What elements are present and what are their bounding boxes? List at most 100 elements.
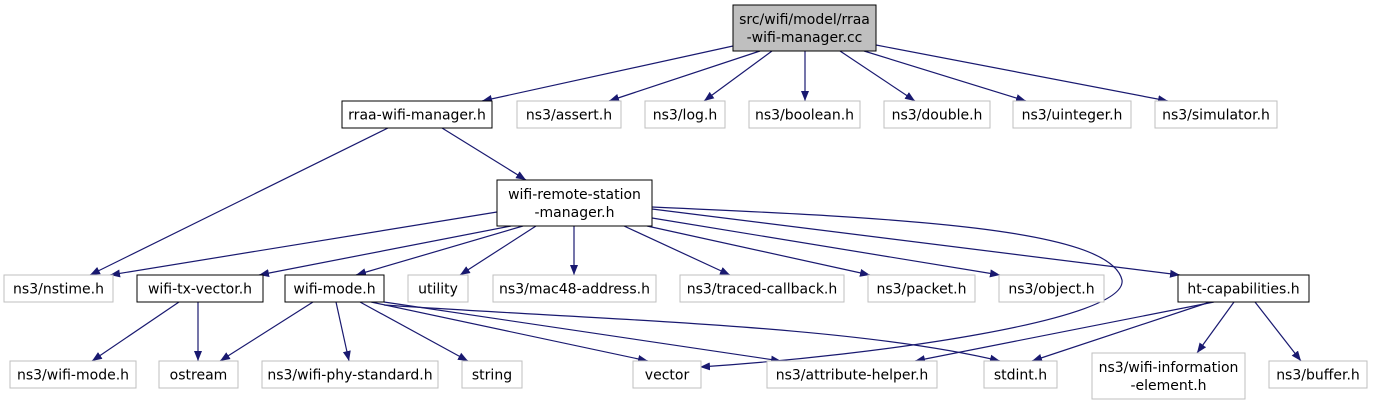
node-double: ns3/double.h [883, 100, 991, 129]
edge-root-to-rraa [481, 45, 734, 103]
node-label: -manager.h [534, 205, 614, 221]
node-uinteger: ns3/uinteger.h [1012, 100, 1132, 129]
node-box [732, 4, 877, 52]
node-simulator: ns3/simulator.h [1154, 100, 1278, 129]
edge-wrsm-to-htcap [651, 208, 1181, 278]
edge-rraa-to-wrsm [441, 127, 527, 181]
node-wifiinfo: ns3/wifi-information -element.h [1091, 352, 1246, 400]
node-box [1177, 274, 1310, 303]
edge-root-to-log [703, 50, 773, 102]
node-label: ns3/nstime.h [13, 282, 104, 298]
node-traced: ns3/traced-callback.h [679, 274, 845, 303]
edge-wifimode-to-phystd [335, 301, 351, 362]
node-box [136, 274, 264, 303]
edge-wrsm-to-object [651, 217, 1001, 278]
node-label: ns3/uinteger.h [1022, 108, 1123, 124]
node-packet: ns3/packet.h [867, 274, 976, 303]
node-label: ns3/wifi-mode.h [17, 368, 129, 384]
edge-wifimode-to-ostream [219, 301, 314, 362]
node-label: ostream [170, 368, 228, 384]
node-label: ns3/boolean.h [755, 108, 854, 124]
node-box [748, 100, 861, 129]
node-box [883, 100, 991, 129]
node-label: ns3/buffer.h [1276, 368, 1360, 384]
node-ostream: ostream [158, 360, 239, 389]
node-label: utility [418, 282, 458, 298]
node-ns3wifimode: ns3/wifi-mode.h [9, 360, 137, 389]
node-nstime: ns3/nstime.h [3, 274, 114, 303]
node-box [1154, 100, 1278, 129]
node-label: src/wifi/model/rraa [739, 12, 870, 28]
node-object: ns3/object.h [998, 274, 1105, 303]
node-box [341, 100, 493, 129]
node-box [407, 274, 469, 303]
node-box [284, 274, 385, 303]
node-box [632, 360, 702, 389]
node-wrsm[interactable]: wifi-remote-station -manager.h [496, 179, 653, 227]
edge-root-to-assert [608, 50, 761, 102]
node-label: -element.h [1130, 378, 1206, 394]
edge-htcap-to-wifiinfo [1196, 301, 1235, 354]
node-box [1091, 352, 1246, 400]
node-label: ns3/packet.h [877, 282, 967, 298]
edge-wifimode-to-string [359, 301, 469, 362]
node-root[interactable]: src/wifi/model/rraa -wifi-manager.cc [732, 4, 877, 52]
node-label: stdint.h [994, 368, 1047, 384]
node-attrhelper: ns3/attribute-helper.h [766, 360, 938, 389]
node-label: ns3/log.h [653, 108, 717, 124]
edge-root-to-double [839, 50, 916, 102]
edge-htcap-to-attrhelper [914, 301, 1215, 363]
node-assert: ns3/assert.h [516, 100, 622, 129]
edge-htcap-to-buffer [1254, 301, 1302, 362]
node-txvector[interactable]: wifi-tx-vector.h [136, 274, 264, 303]
node-box [261, 360, 439, 389]
node-boolean: ns3/boolean.h [748, 100, 861, 129]
edge-txvector-to-ns3wifimode [91, 301, 180, 362]
edge-wifimode-to-vector [370, 301, 649, 363]
node-label: ns3/assert.h [526, 108, 612, 124]
node-box [9, 360, 137, 389]
edge-wrsm-to-txvector [258, 225, 512, 278]
node-label: ns3/attribute-helper.h [776, 368, 929, 384]
node-wifimode[interactable]: wifi-mode.h [284, 274, 385, 303]
node-label: ns3/wifi-information [1099, 360, 1239, 376]
edge-wrsm-to-traced [623, 225, 731, 276]
node-box [679, 274, 845, 303]
node-phystd: ns3/wifi-phy-standard.h [261, 360, 439, 389]
edge-wrsm-to-utility [459, 225, 537, 276]
node-label: vector [645, 368, 690, 384]
edge-wifimode-to-attrhelper [383, 301, 782, 364]
node-log: ns3/log.h [644, 100, 726, 129]
node-label: wifi-remote-station [508, 187, 641, 203]
node-label: ns3/object.h [1008, 282, 1094, 298]
node-box [998, 274, 1105, 303]
node-box [3, 274, 114, 303]
edge-root-to-simulator [875, 44, 1169, 104]
node-utility: utility [407, 274, 469, 303]
node-box [516, 100, 622, 129]
node-vector: vector [632, 360, 702, 389]
node-label: ns3/traced-callback.h [687, 282, 838, 298]
node-box [766, 360, 938, 389]
node-htcap[interactable]: ht-capabilities.h [1177, 274, 1310, 303]
edge-htcap-to-stdint [1031, 301, 1211, 362]
edges [89, 44, 1302, 371]
node-label: ht-capabilities.h [1187, 282, 1299, 298]
node-label: ns3/simulator.h [1162, 108, 1270, 124]
node-box [644, 100, 726, 129]
node-box [1012, 100, 1132, 129]
node-box [1268, 360, 1368, 389]
node-label: ns3/mac48-address.h [499, 282, 650, 298]
edge-rraa-to-nstime [89, 127, 389, 276]
edge-root-to-uinteger [863, 50, 1027, 102]
node-buffer: ns3/buffer.h [1268, 360, 1368, 389]
edge-wrsm-to-wifimode [355, 225, 524, 277]
node-rraa[interactable]: rraa-wifi-manager.h [341, 100, 493, 129]
node-stdint: stdint.h [983, 360, 1058, 389]
nodes: src/wifi/model/rraa -wifi-manager.cc rraa-… [3, 4, 1368, 400]
node-string: string [461, 360, 523, 389]
node-label: ns3/double.h [892, 108, 983, 124]
node-box [496, 179, 653, 227]
node-label: -wifi-manager.cc [747, 30, 863, 46]
